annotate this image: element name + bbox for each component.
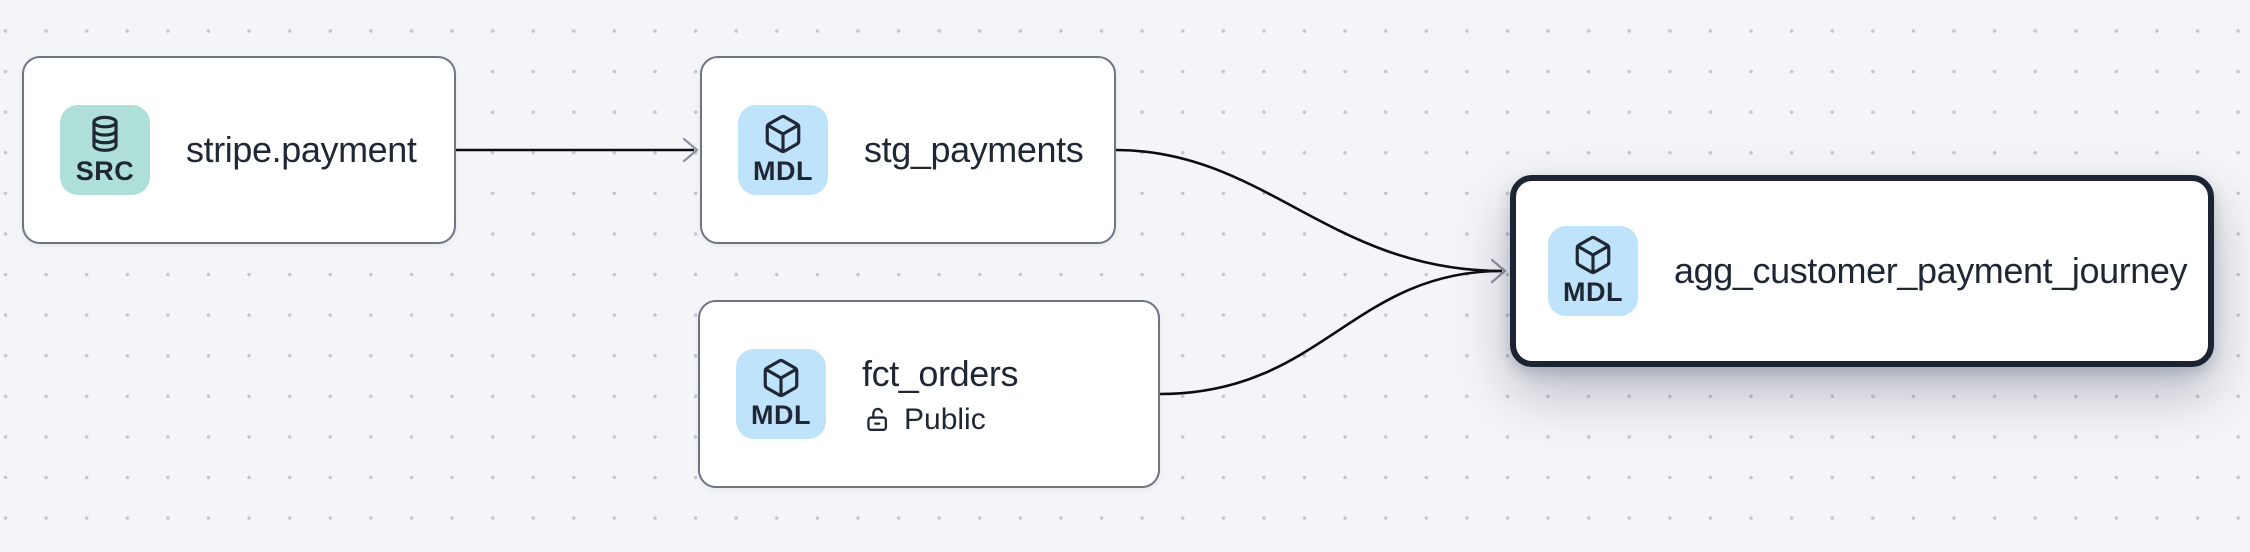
node-agg-customer-payment-journey[interactable]: MDL agg_customer_payment_journey [1510,175,2214,367]
arrowhead-icon [682,137,699,163]
node-text: stripe.payment [186,128,417,171]
badge-label: MDL [753,156,813,187]
access-label: Public [904,403,986,437]
arrowhead-icon [1490,258,1507,284]
badge-label: MDL [1563,277,1623,308]
cube-icon [763,359,799,398]
node-text: fct_orders Public [862,352,1018,436]
unlock-icon [867,407,888,432]
node-title: stg_payments [864,129,1084,171]
access-tag: Public [862,403,1018,436]
source-badge: SRC [60,105,150,195]
model-badge: MDL [736,349,826,439]
badge-label: MDL [751,400,811,431]
edge-stg-payments-to-agg-customer-payment-journey [1115,148,1503,273]
model-badge: MDL [1548,226,1638,316]
badge-label: SRC [75,156,135,187]
node-stg-payments[interactable]: MDL stg_payments [700,56,1116,244]
cube-icon [765,115,801,154]
model-badge: MDL [738,105,828,195]
node-title: stripe.payment [186,129,417,171]
node-title: agg_customer_payment_journey [1674,250,2188,292]
edge-fct-orders-to-agg-customer-payment-journey [1159,269,1503,396]
node-title: fct_orders [862,352,1019,394]
database-icon [92,115,118,153]
node-stripe-payment[interactable]: SRC stripe.payment [22,56,456,244]
node-fct-orders[interactable]: MDL fct_orders Public [698,300,1160,488]
node-text: stg_payments [864,128,1084,171]
node-text: agg_customer_payment_journey [1674,249,2188,292]
cube-icon [1575,236,1611,275]
